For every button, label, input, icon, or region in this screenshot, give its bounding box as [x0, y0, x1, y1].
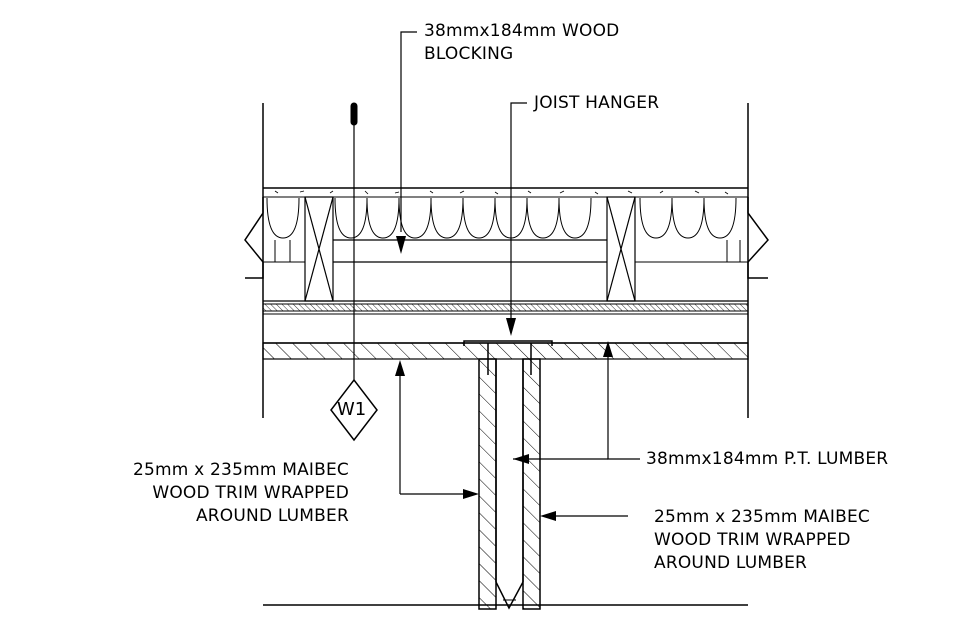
- break-lines: [244, 197, 769, 279]
- label-wood-trim-right-line-3: AROUND LUMBER: [654, 553, 808, 573]
- label-joist-hanger-line-1: JOIST HANGER: [534, 93, 660, 113]
- label-wood-trim-right-line-2: WOOD TRIM WRAPPED: [654, 530, 851, 550]
- section-tag-text: W1: [337, 399, 367, 420]
- post-with-trim: [478, 358, 541, 610]
- label-wood-trim-left-line-3: AROUND LUMBER: [195, 506, 349, 526]
- insulation: [263, 197, 748, 263]
- label-pt-lumber: 38mmx184mm P.T. LUMBER: [646, 448, 888, 471]
- wood-blocking: [333, 239, 607, 263]
- label-wood-blocking-line-2: BLOCKING: [424, 44, 514, 64]
- label-wood-blocking: 38mmx184mm WOOD BLOCKING: [424, 20, 619, 66]
- wall-lines: [262, 103, 749, 418]
- label-wood-trim-right-line-1: 25mm x 235mm MAIBEC: [654, 507, 870, 527]
- label-joist-hanger: JOIST HANGER: [534, 92, 659, 115]
- section-marker: [330, 102, 378, 442]
- label-pt-lumber-line-1: 38mmx184mm P.T. LUMBER: [646, 449, 889, 469]
- floor-joists: [304, 196, 636, 302]
- label-wood-trim-left-line-2: WOOD TRIM WRAPPED: [152, 483, 349, 503]
- label-wood-blocking-line-1: 38mmx184mm WOOD: [424, 21, 620, 41]
- label-wood-trim-left-line-1: 25mm x 235mm MAIBEC: [133, 460, 349, 480]
- ceiling-layers: [262, 300, 749, 360]
- label-wood-trim-right: 25mm x 235mm MAIBEC WOOD TRIM WRAPPED AR…: [654, 506, 870, 575]
- floor-topping: [263, 187, 748, 198]
- arrowheads: [395, 236, 613, 521]
- leader-lines: [399, 31, 640, 517]
- label-wood-trim-left: 25mm x 235mm MAIBEC WOOD TRIM WRAPPED AR…: [92, 459, 349, 528]
